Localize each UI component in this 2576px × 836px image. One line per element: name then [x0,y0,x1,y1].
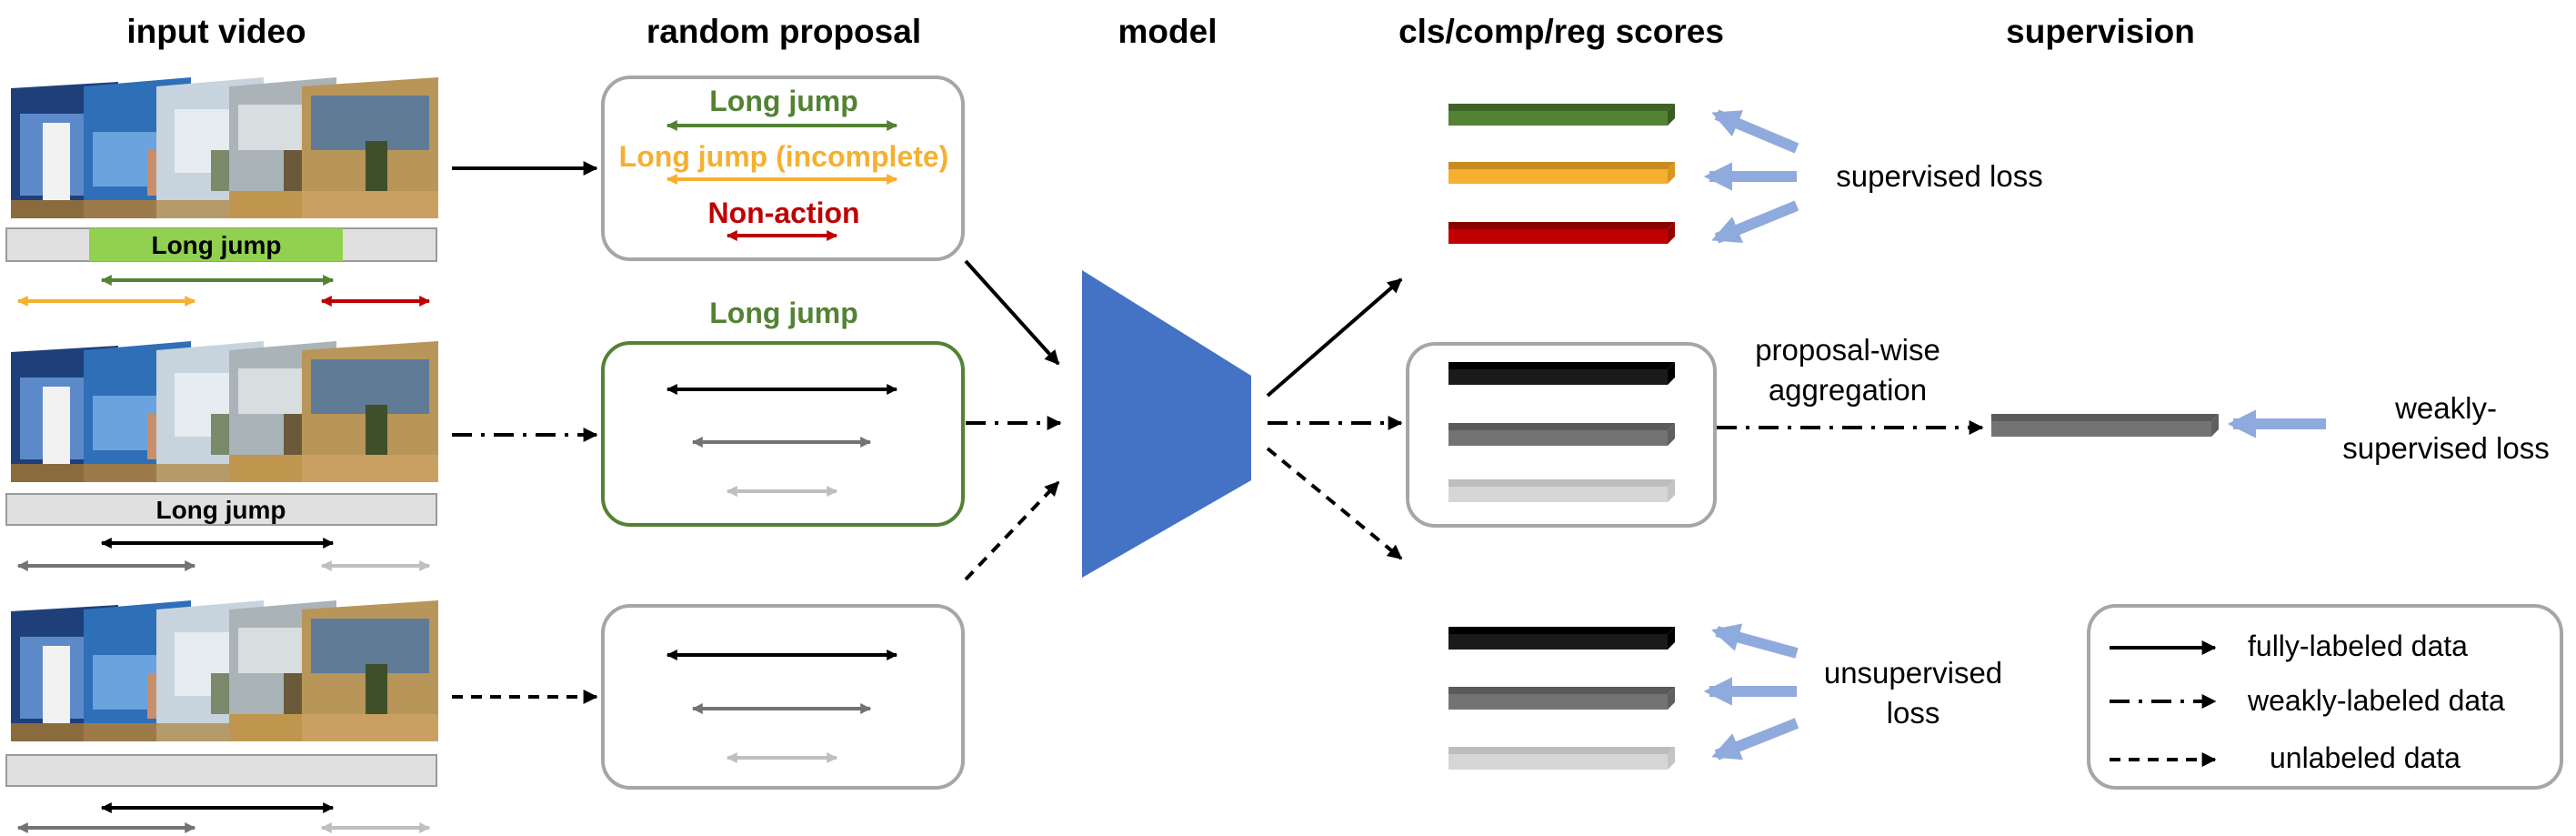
aggregation-label-line-1: proposal-wise [1755,333,1940,367]
header-input-video: input video [126,13,306,50]
proposal-box-weak [601,341,965,527]
header-model: model [1118,13,1218,50]
unsupervised-loss-line-1: unsupervised [1823,656,2003,690]
proposal-weak-title: Long jump [709,297,858,329]
header-supervision: supervision [2006,13,2195,50]
timeline-highlight-row-1 [89,228,343,261]
aggregated-score-bar [1991,414,2219,437]
score-bar-full-1 [1448,104,1675,126]
timeline-label-row-1: Long jump [151,231,282,259]
legend-label-solid: fully-labeled data [2248,630,2468,662]
score-bar-weak-2 [1448,423,1675,446]
flow-arrow-solid [1266,277,1403,398]
flow-arrow-dashed [964,480,1060,581]
score-bar-unlabeled-3 [1448,747,1675,770]
model-network-shape [1082,270,1251,578]
score-bar-unlabeled-2 [1448,687,1675,710]
supervised-loss-label: supervised loss [1836,159,2043,193]
proposal-label-non-action: Non-action [707,196,860,229]
timeline-label-row-2: Long jump [155,496,286,524]
score-bar-full-3 [1448,222,1675,244]
legend-label-dashdot: weakly-labeled data [2248,684,2505,717]
weakly-supervised-loss-label: weakly- supervised loss [2342,388,2549,468]
score-bar-weak-1 [1448,362,1675,385]
proposal-label-action: Long jump [709,85,858,117]
aggregation-label: proposal-wise aggregation [1755,330,1940,410]
score-bar-weak-3 [1448,479,1675,502]
weakly-supervised-loss-line-1: weakly- [2395,391,2497,425]
flow-arrow-solid [964,259,1060,366]
header-random-proposal: random proposal [646,13,922,50]
video-frame [302,341,438,482]
supervision-arrow-blue [1710,623,1799,659]
legend-label-dashed: unlabeled data [2270,741,2461,774]
video-frames-row-1 [11,77,438,218]
video-frame [302,600,438,741]
supervision-arrow-blue [1711,109,1799,154]
supervision-arrow-blue [1711,718,1799,760]
video-frames-row-3 [11,600,438,741]
timeline-bar-row-3 [5,754,437,787]
proposal-box-unlabeled [601,604,965,790]
score-bar-unlabeled-1 [1448,627,1675,650]
video-frame [302,77,438,218]
supervision-arrow-blue [1711,200,1799,244]
header-scores: cls/comp/reg scores [1398,13,1724,50]
score-bar-full-2 [1448,162,1675,184]
weakly-supervised-loss-line-2: supervised loss [2342,431,2550,465]
aggregation-label-line-2: aggregation [1768,373,1928,407]
proposal-label-incomplete: Long jump (incomplete) [618,140,949,173]
unsupervised-loss-line-2: loss [1886,696,1940,730]
video-frames-row-2 [11,341,438,482]
unsupervised-loss-label: unsupervised loss [1824,653,2002,733]
flow-arrow-dashed [1266,447,1403,560]
timeline-bar-row-2 [5,493,437,526]
